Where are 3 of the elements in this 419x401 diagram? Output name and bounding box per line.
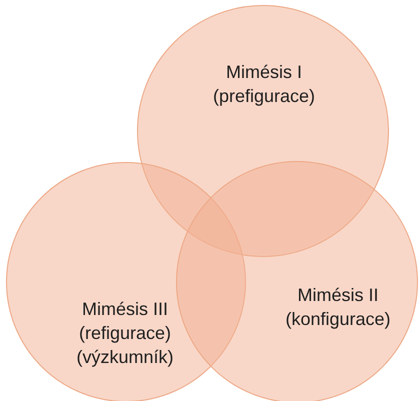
circle-label: Mimésis I (prefigurace): [212, 61, 316, 108]
circle-label: Mimésis II (konfigurace): [284, 284, 392, 331]
circle-label: Mimésis III (refigurace) (výzkumník): [75, 298, 174, 369]
